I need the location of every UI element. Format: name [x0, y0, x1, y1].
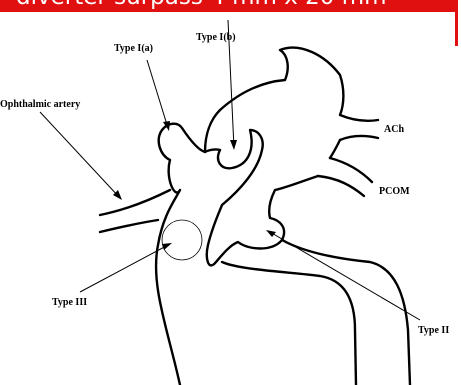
label-pointers — [40, 20, 420, 320]
arrowhead-type-1b — [230, 140, 237, 150]
label-type-3: Type III — [52, 297, 87, 308]
pcom-vessel-lower — [318, 176, 364, 196]
pointer-type-1a — [147, 60, 168, 128]
carotid-artery-outline — [100, 48, 410, 385]
descending-vessel-right — [222, 262, 356, 385]
label-ach: ACh — [384, 124, 404, 135]
label-type-1b: Type I(b) — [196, 32, 236, 43]
pointer-ophthalmic — [40, 112, 120, 198]
ophthalmic-branch-lower — [100, 220, 158, 232]
ach-vessel-wall — [340, 136, 378, 140]
descending-vessel-far-right — [282, 240, 410, 385]
label-type-1a: Type I(a) — [114, 43, 153, 54]
pointer-type-2 — [270, 232, 420, 320]
label-type-2: Type II — [418, 325, 449, 336]
arrowhead-type-1a — [163, 121, 170, 131]
pcom-vessel-upper — [330, 158, 372, 182]
outer-vessel-wall — [156, 48, 378, 385]
arrowhead-type-2 — [266, 230, 276, 237]
label-pcom: PCOM — [379, 186, 410, 197]
label-ophthalmic-artery: Ophthalmic artery — [0, 99, 80, 110]
ophthalmic-branch-upper — [100, 190, 170, 215]
type-3-aneurysm-circle — [162, 220, 202, 260]
arrowhead-type-3 — [162, 243, 172, 250]
inner-vessel-wall — [205, 130, 340, 265]
